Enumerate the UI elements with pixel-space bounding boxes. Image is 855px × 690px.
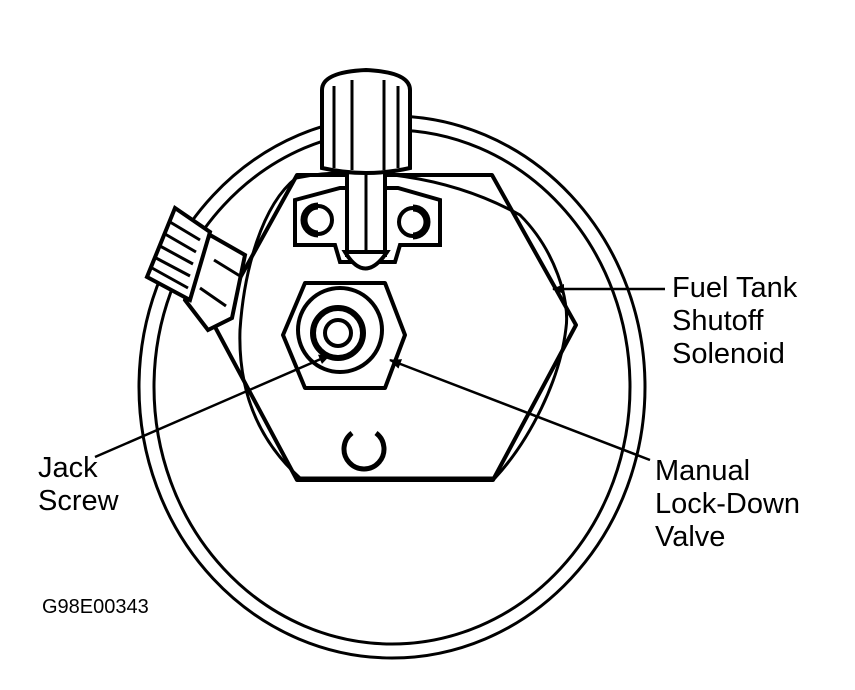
top-knob-assembly <box>320 67 412 271</box>
top-knob <box>320 67 412 175</box>
plunger-tip <box>341 250 391 271</box>
label-line: Screw <box>38 485 119 517</box>
label-line: Fuel Tank <box>672 272 798 304</box>
label-line: Valve <box>655 521 726 553</box>
jack-screw <box>323 318 353 348</box>
jack-screw-outer <box>310 305 366 361</box>
jack-screw-label: Jack Screw <box>38 452 119 518</box>
side-fitting-thread <box>144 204 213 303</box>
label-line: Jack <box>38 452 98 484</box>
bottom-retaining-ring <box>341 431 387 472</box>
leader-lines <box>94 284 665 462</box>
manual-lock-down-valve-label: Manual Lock-Down Valve <box>655 455 800 554</box>
figure-code: G98E00343 <box>42 596 149 618</box>
label-line: Manual <box>655 455 751 487</box>
manual-valve-leader <box>389 358 651 462</box>
fuel-tank-shutoff-solenoid-label: Fuel Tank Shutoff Solenoid <box>672 272 797 371</box>
label-line: Solenoid <box>672 338 785 370</box>
manual-lock-down-valve <box>281 281 407 390</box>
label-line: Lock-Down <box>655 488 801 520</box>
label-line: Shutoff <box>672 305 764 337</box>
hex-body-inner-circle <box>238 171 569 480</box>
jack-screw-leader <box>94 353 331 459</box>
side-fitting <box>144 204 248 333</box>
